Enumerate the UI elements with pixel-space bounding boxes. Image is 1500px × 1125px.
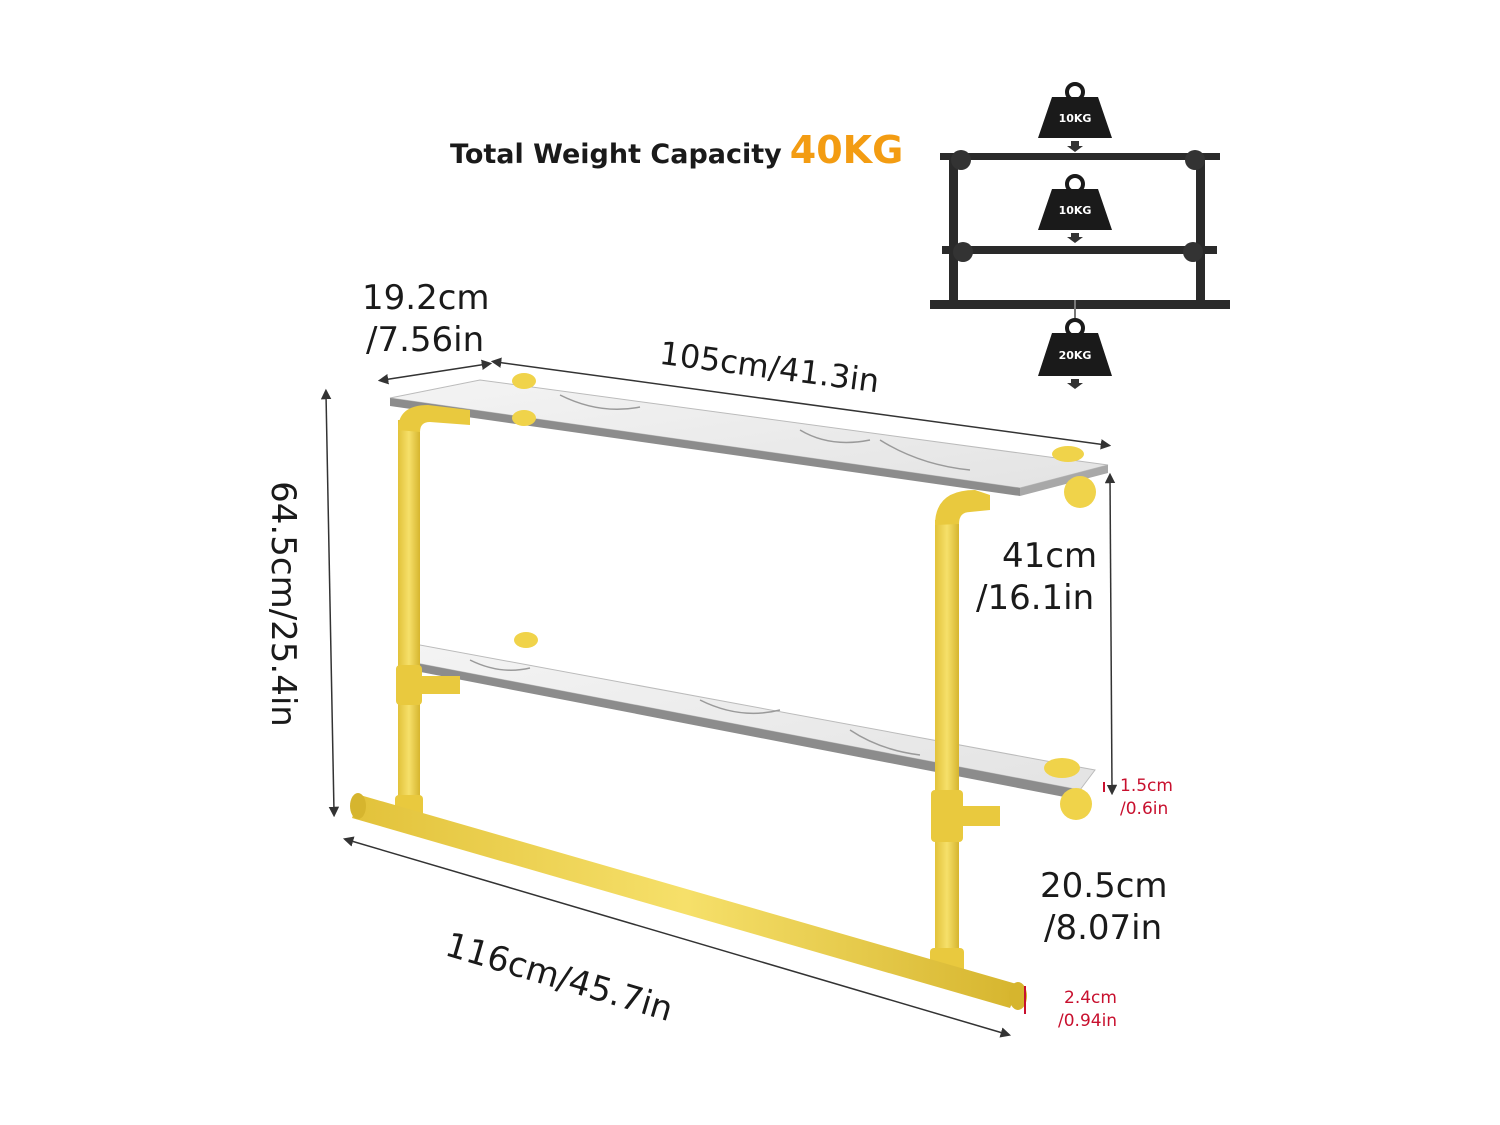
depth-dimension-line: [377, 359, 493, 385]
rod-drop-cm-label: 20.5cm: [1040, 866, 1168, 906]
weight-icon: [1038, 174, 1112, 243]
shelf-length-label: 105cm/41.3in: [657, 334, 881, 401]
wall-flange: [512, 373, 536, 389]
schematic-flange: [1185, 150, 1205, 170]
rod-diameter-in-label: /0.94in: [1058, 1011, 1118, 1031]
schematic-rod: [930, 300, 1230, 309]
spacing-in-label: /16.1in: [976, 578, 1095, 618]
right-upright-pipe: [935, 520, 959, 960]
hanging-rod: [352, 795, 1020, 1008]
depth-in-label: /7.56in: [366, 320, 485, 360]
bottom-shelf-edge: [400, 660, 1080, 800]
weight-label-top: 10KG: [1059, 112, 1092, 125]
wall-flange: [1060, 788, 1092, 820]
wall-flange: [512, 410, 536, 426]
weight-icon: [1038, 82, 1112, 152]
depth-cm-label: 19.2cm: [362, 278, 490, 318]
weight-schematic: 10KG 10KG 20KG: [930, 82, 1230, 389]
spacing-cm-label: 41cm: [1002, 536, 1098, 576]
rod-diameter-cm-label: 2.4cm: [1064, 988, 1117, 1008]
bottom-shelf-board: [398, 644, 1096, 791]
length-dimension-line: [490, 357, 1112, 450]
wall-flange: [1052, 446, 1084, 462]
spacing-dimension-line: [1104, 472, 1118, 796]
schematic-flange: [953, 242, 973, 262]
height-dimension-line: [320, 388, 340, 818]
thickness-cm-label: 1.5cm: [1120, 776, 1173, 796]
rod-drop-in-label: /8.07in: [1044, 908, 1163, 948]
shelf-illustration: [350, 373, 1109, 1010]
dimension-lines: [320, 357, 1118, 1038]
wall-flange: [1044, 758, 1080, 778]
schematic-top-bar: [940, 153, 1220, 160]
schematic-right-upright: [1196, 157, 1205, 307]
schematic-left-upright: [949, 157, 958, 307]
schematic-flange: [951, 150, 971, 170]
capacity-value: 40KG: [789, 128, 904, 172]
weight-label-bottom: 20KG: [1059, 349, 1092, 362]
rod-length-dimension-line: [342, 836, 1012, 1038]
weight-icon: [1038, 300, 1112, 389]
height-label: 64.5cm/25.4in: [263, 481, 303, 727]
left-upright-pipe: [398, 420, 420, 810]
schematic-middle-bar: [942, 246, 1217, 254]
schematic-flange: [1183, 242, 1203, 262]
rod-length-label: 116cm/45.7in: [441, 925, 678, 1030]
thickness-in-label: /0.6in: [1120, 799, 1169, 819]
wall-flange: [1064, 476, 1096, 508]
weight-label-middle: 10KG: [1059, 204, 1092, 217]
wall-flange: [514, 632, 538, 648]
headline-text: Total Weight Capacity: [450, 139, 782, 170]
